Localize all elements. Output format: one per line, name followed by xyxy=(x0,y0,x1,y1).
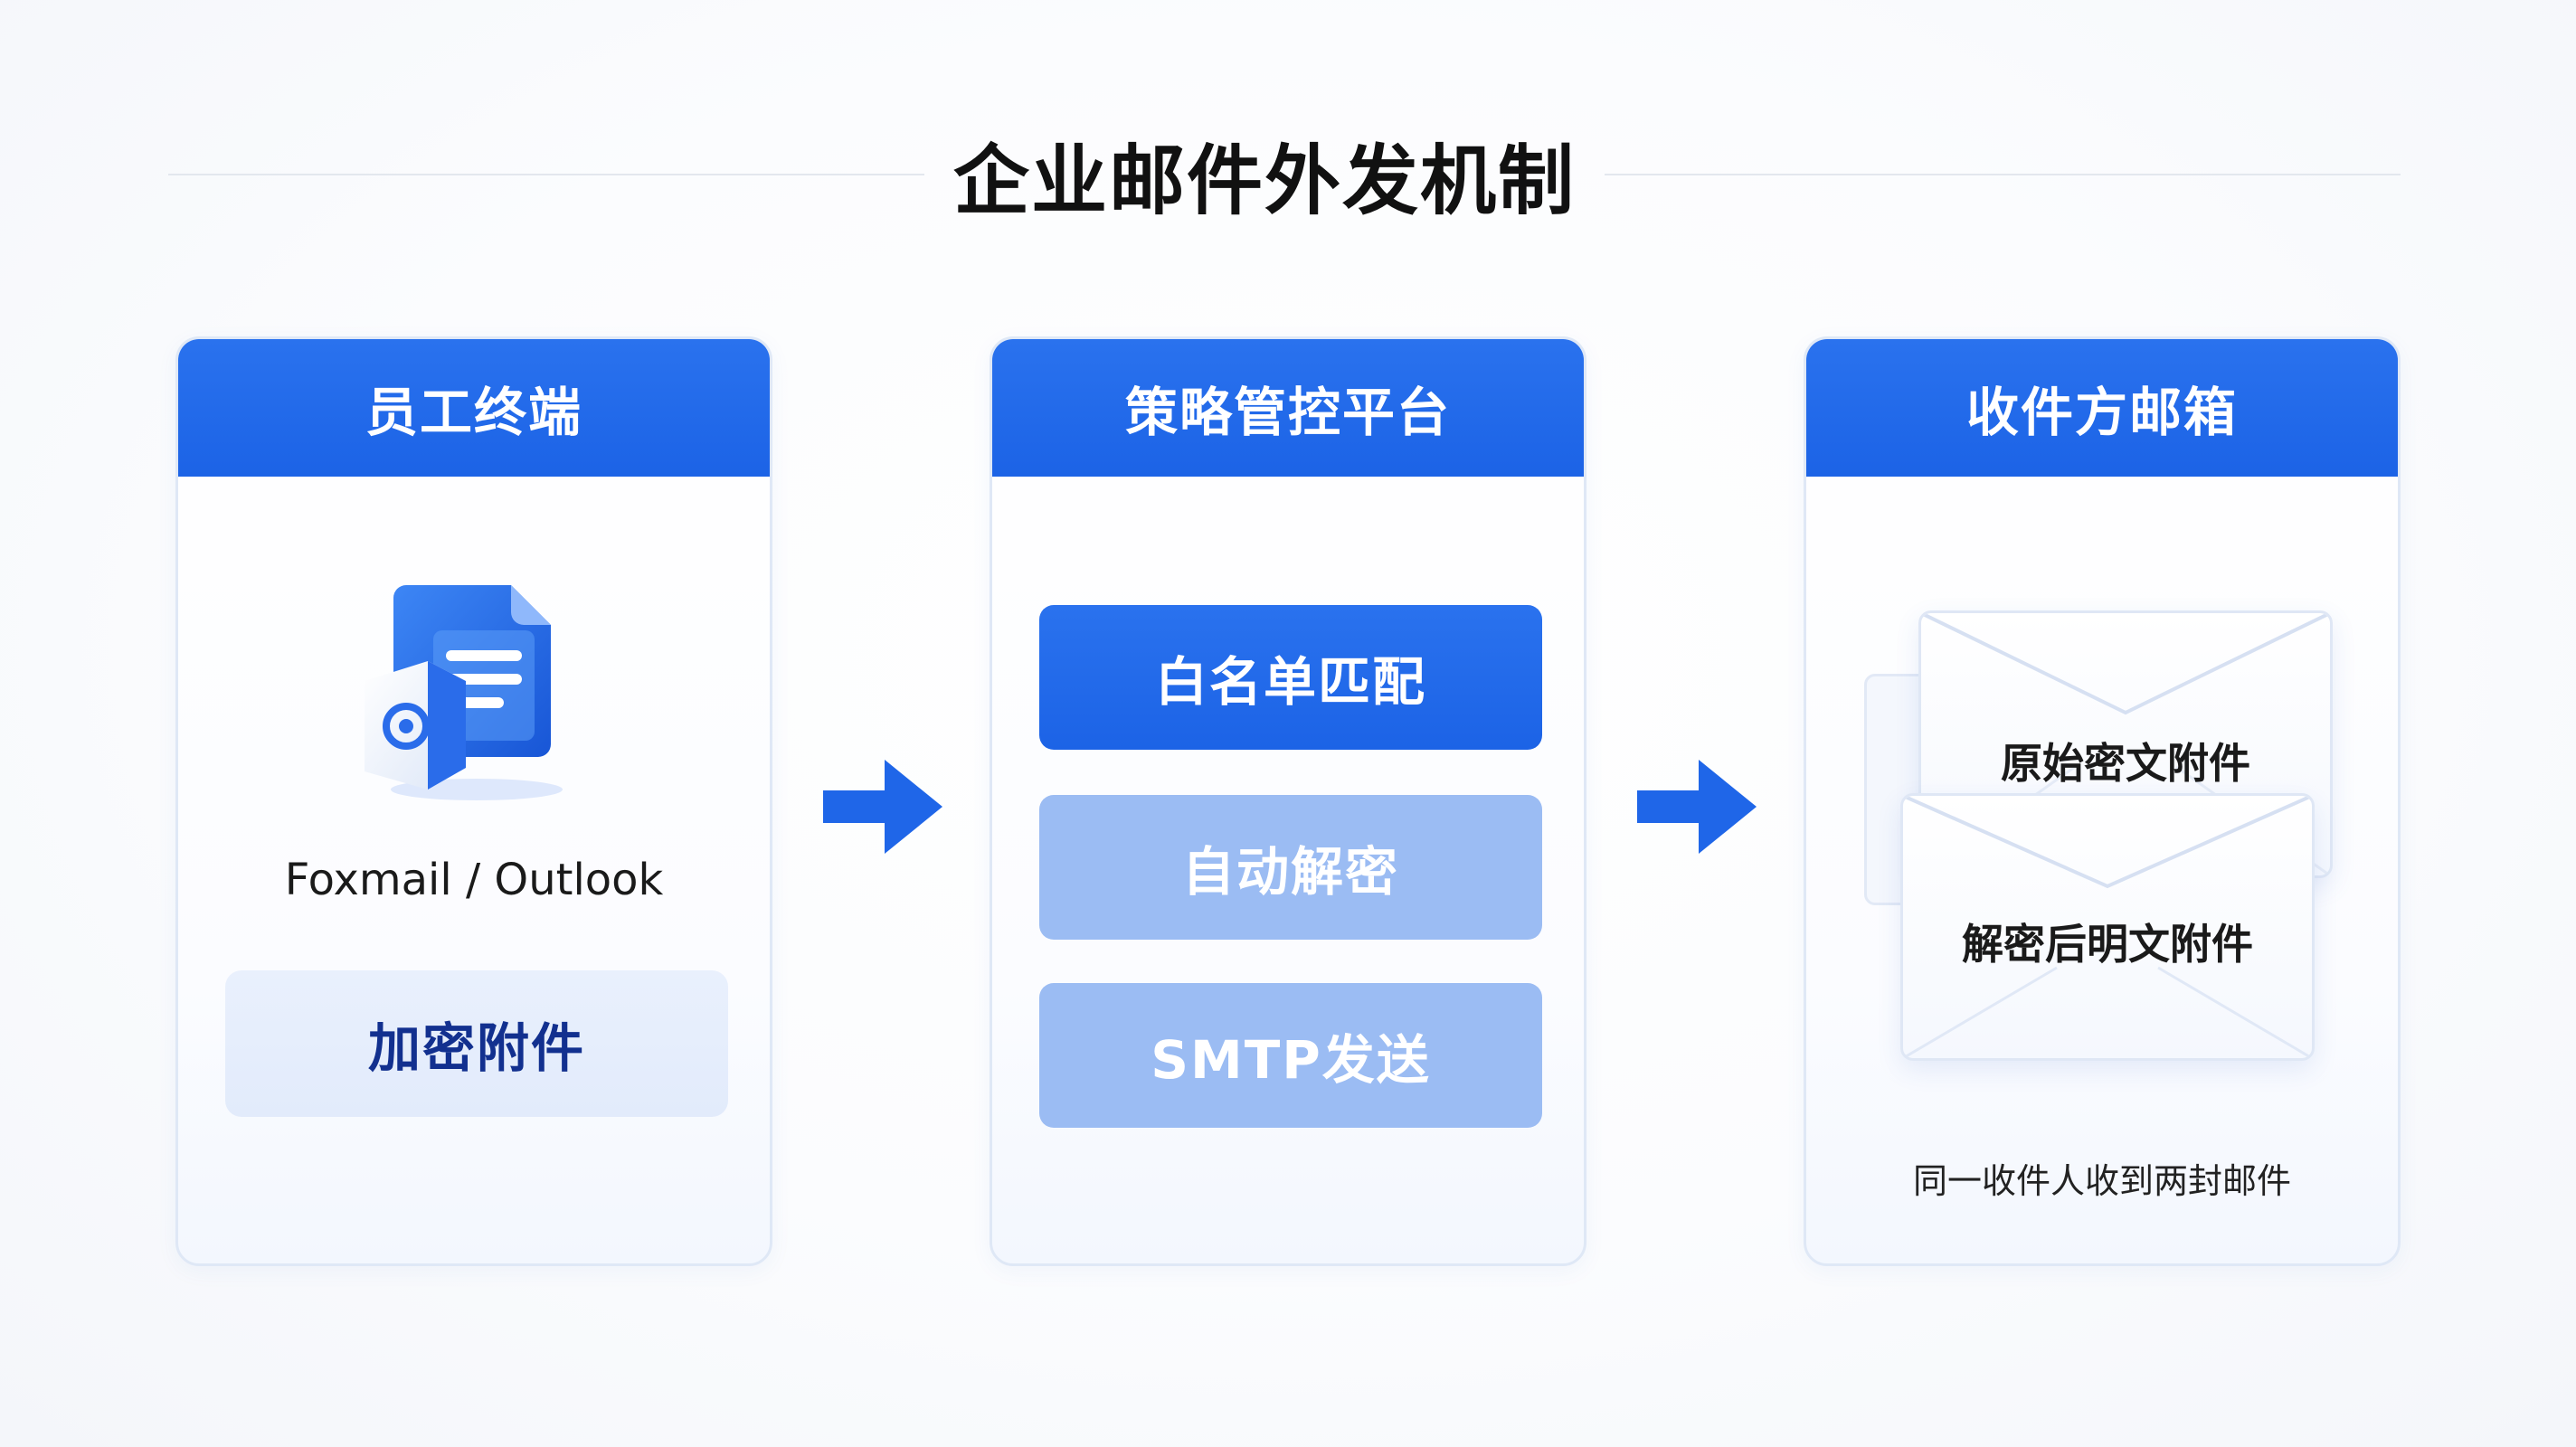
envelope-icon xyxy=(1903,796,2312,1058)
panel-header: 收件方邮箱 xyxy=(1806,339,2398,477)
arrow-right-icon xyxy=(823,760,942,854)
encrypt-attachment-box: 加密附件 xyxy=(225,970,728,1117)
step-whitelist-match: 白名单匹配 xyxy=(1039,605,1542,750)
panel-header: 员工终端 xyxy=(178,339,770,477)
mail-client-label: Foxmail / Outlook xyxy=(284,855,664,905)
panel-employee-terminal: 员工终端 Foxmai xyxy=(175,336,772,1266)
envelope-label: 原始密文附件 xyxy=(2001,739,2250,788)
title-divider-right xyxy=(1605,174,2401,175)
envelope-label: 解密后明文附件 xyxy=(1962,920,2253,969)
step-smtp-send: SMTP发送 xyxy=(1039,983,1542,1128)
panel-header: 策略管控平台 xyxy=(992,339,1584,477)
title-divider-left xyxy=(168,174,924,175)
step-auto-decrypt: 自动解密 xyxy=(1039,795,1542,940)
envelope-decrypted: 解密后明文附件 xyxy=(1900,793,2315,1061)
page-title: 企业邮件外发机制 xyxy=(952,136,1576,225)
document-mail-client-icon xyxy=(359,574,594,809)
arrow-right-icon xyxy=(1637,760,1757,854)
panel-recipient-mailbox: 收件方邮箱 原始密文附件 解密后明文附件 同一收件人收到两封邮件 xyxy=(1804,336,2401,1266)
recipient-note: 同一收件人收到两封邮件 xyxy=(1912,1161,2291,1201)
panel-policy-platform: 策略管控平台 白名单匹配 自动解密 SMTP发送 xyxy=(990,336,1586,1266)
